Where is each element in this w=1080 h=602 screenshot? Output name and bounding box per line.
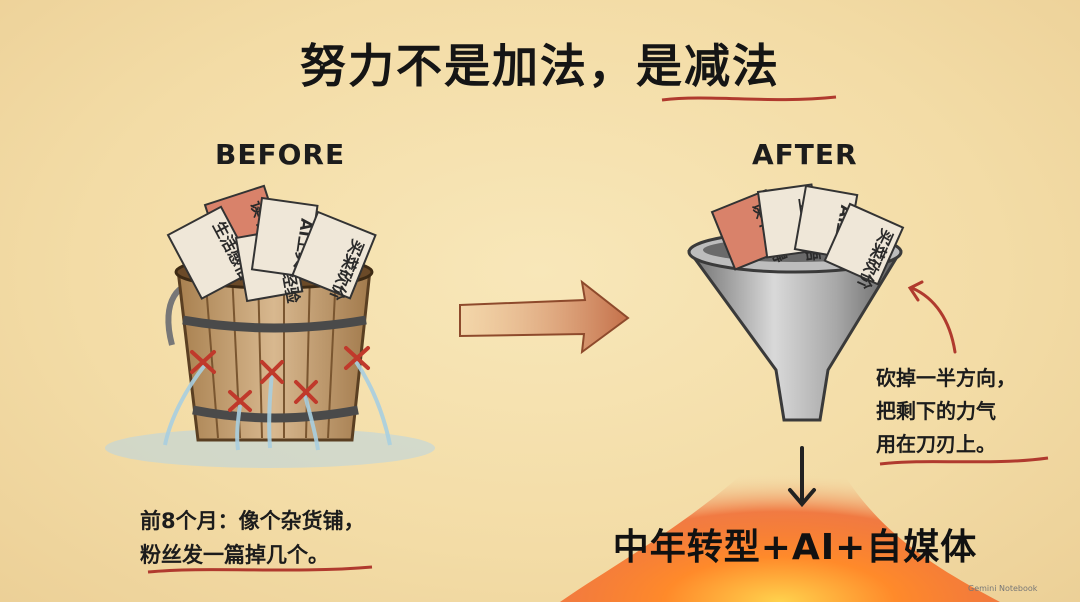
before-caption-line1: 前8个月：像个杂货铺， (140, 509, 365, 533)
after-caption-line1: 砍掉一半方向， (876, 366, 1016, 390)
after-tag-4: 买菜砍价 (823, 202, 905, 293)
glow-beam (560, 430, 1000, 602)
before-tags: 读书心得 生活感悟 职场经验 AI工具 买菜砍价 (166, 184, 377, 306)
before-caption-underline (147, 565, 373, 574)
after-caption-underline (879, 456, 1049, 466)
before-tag-5: 买菜砍价 (291, 210, 377, 304)
before-label: BEFORE (215, 138, 346, 171)
watermark: Gemini Notebook (968, 584, 1038, 593)
before-caption: 前8个月：像个杂货铺， 粉丝发一篇掉几个。 (140, 504, 365, 572)
after-caption-line3: 用在刀刃上。 (876, 432, 996, 456)
result-text: 中年转型+AI+自媒体 (612, 527, 978, 568)
after-label: AFTER (752, 138, 858, 171)
page-title: 努力不是加法，是减法 (300, 39, 780, 93)
after-caption: 砍掉一半方向， 把剩下的力气 用在刀刃上。 (876, 362, 1016, 461)
down-arrow-icon (788, 446, 816, 508)
title-underline (661, 95, 837, 102)
before-caption-line2: 粉丝发一篇掉几个。 (140, 543, 329, 567)
right-arrow-icon (459, 279, 630, 355)
after-caption-line2: 把剩下的力气 (876, 399, 996, 423)
after-tags: 读书心得 生活感悟 AI工具 买菜砍价 (710, 183, 905, 293)
water-leak-icon (163, 358, 392, 451)
cross-mark-icon (190, 346, 370, 412)
curved-arrow-icon (907, 280, 957, 354)
